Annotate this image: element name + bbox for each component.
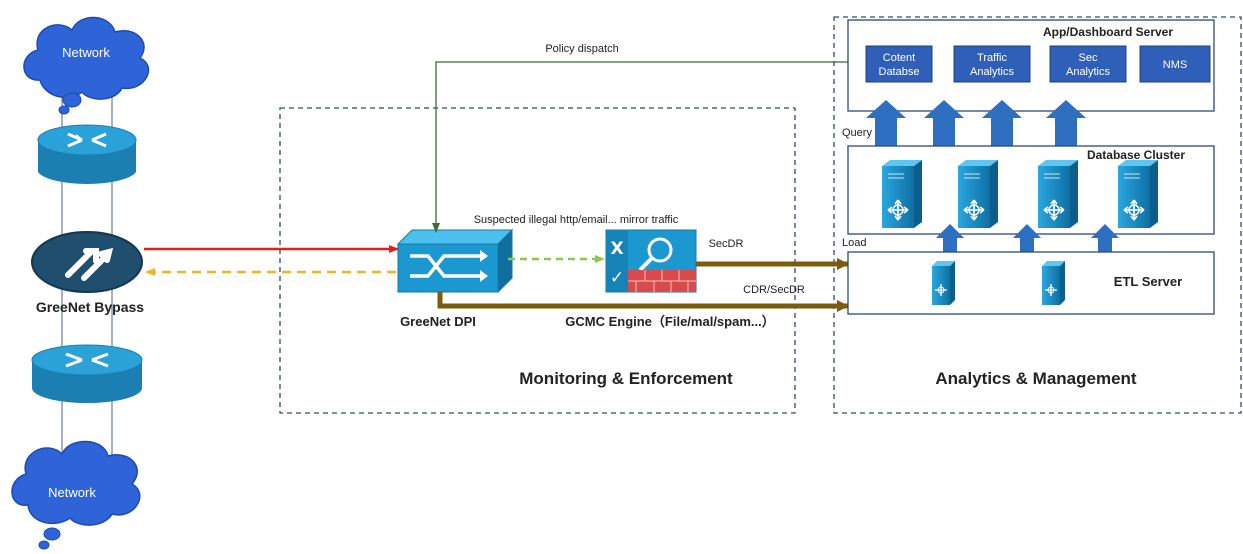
cdr-secdr-arrow [437,292,849,312]
svg-text:Databse: Databse [879,66,920,78]
network-top-label: Network [62,45,110,60]
bypass-icon [31,231,143,293]
query-label: Query [842,127,872,139]
bypass-label: GreeNet Bypass [36,299,144,315]
db-server-icon [958,160,998,228]
router-top-icon [37,124,137,185]
cdr-label: CDR/SecDR [743,284,805,296]
load-arrows [936,224,1119,254]
dpi-switch-icon [396,228,514,294]
app-box-content-db: Cotent Databse [865,45,933,83]
etl-server-box [847,251,1215,315]
network-cloud-bottom: Network [11,440,141,550]
svg-text:Sec: Sec [1079,52,1098,64]
app-box-nms: NMS [1139,45,1211,83]
analytics-frame [833,16,1242,414]
router-bottom-icon [31,344,143,403]
app-box-traffic-analytics: Traffic Analytics [953,45,1031,83]
etl-server-icon [1042,261,1065,305]
mirror-label: Suspected illegal http/email... mirror t… [474,214,679,226]
etl-label: ETL Server [1114,274,1182,289]
svg-text:Analytics: Analytics [970,66,1015,78]
network-cloud-top: Network [23,16,150,115]
svg-text:Analytics: Analytics [1066,66,1111,78]
analytics-label: Analytics & Management [935,369,1137,388]
secdr-label: SecDR [709,238,744,250]
policy-label: Policy dispatch [545,43,618,55]
svg-text:✓: ✓ [610,268,624,288]
svg-text:Cotent: Cotent [883,52,915,64]
etl-server-icon [932,261,955,305]
app-box-sec-analytics: Sec Analytics [1049,45,1127,83]
gcmc-label: GCMC Engine（File/mal/spam...） [565,314,774,329]
svg-text:Traffic: Traffic [977,52,1007,64]
svg-text:NMS: NMS [1163,59,1187,71]
dpi-label: GreeNet DPI [400,314,476,329]
network-bottom-label: Network [48,485,96,500]
db-server-icon [1038,160,1078,228]
policy-dispatch-arrow [432,61,866,233]
svg-text:X: X [610,239,623,259]
db-server-icon [882,160,922,228]
app-server-label: App/Dashboard Server [1043,25,1173,39]
query-arrows [866,100,1086,146]
db-cluster-label: Database Cluster [1087,148,1185,162]
monitoring-frame [279,107,796,414]
db-server-icon [1118,160,1158,228]
gcmc-engine-icon: X ✓ [605,229,697,293]
load-label: Load [842,237,866,249]
monitoring-label: Monitoring & Enforcement [519,369,733,388]
